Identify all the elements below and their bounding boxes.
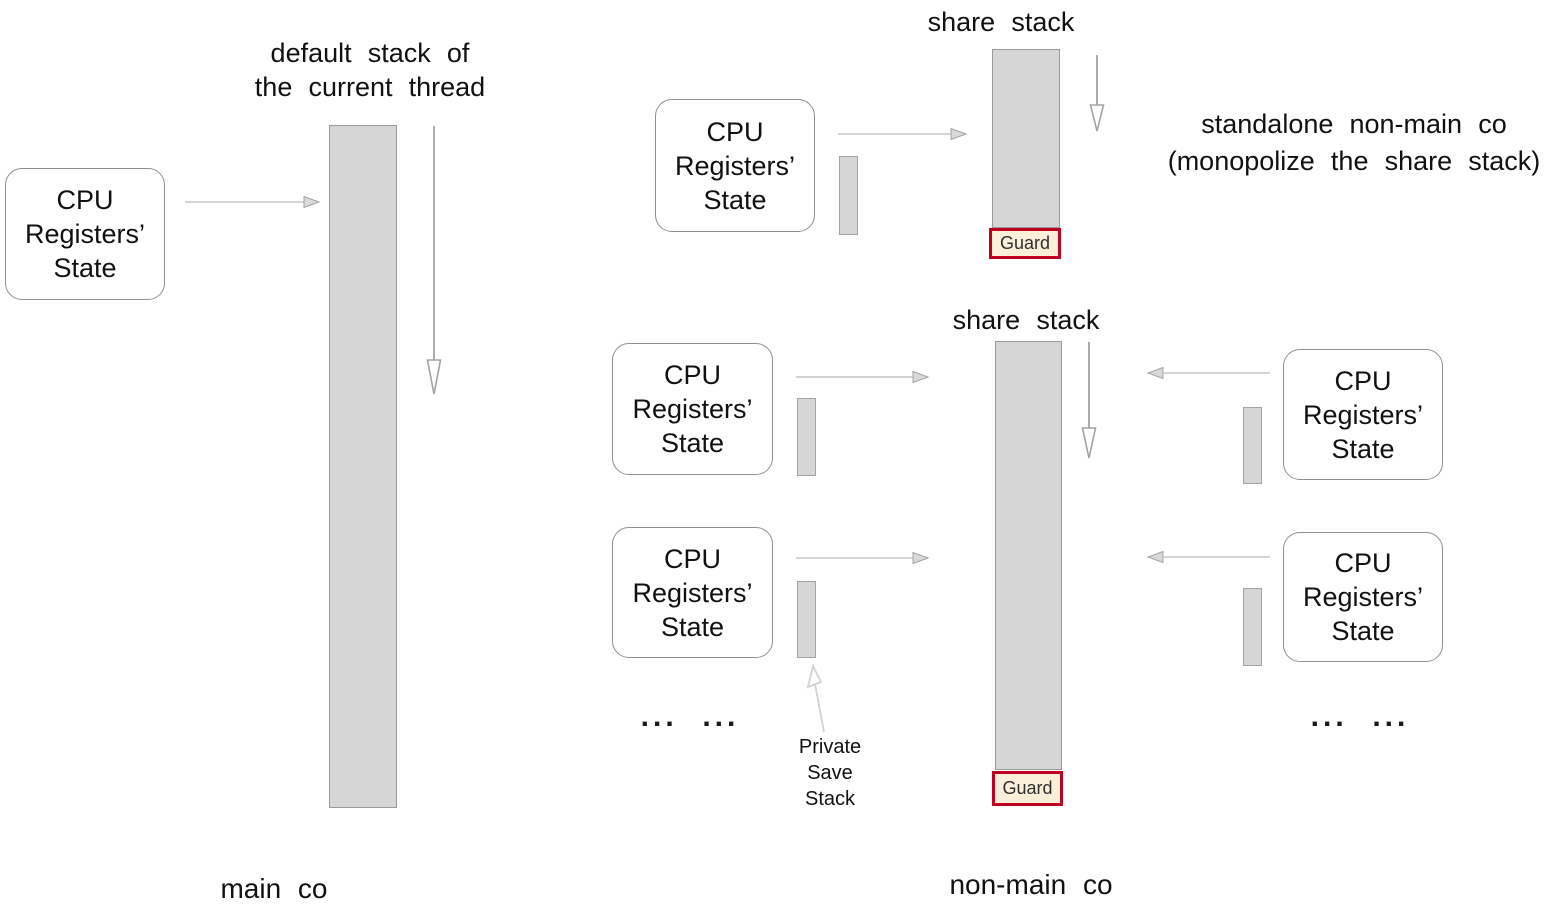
cpu-registers-box-shared-right-1: CPU Registers’ State bbox=[1283, 349, 1443, 480]
arrow-shared-left-2-to-stack bbox=[796, 551, 930, 565]
private-save-stack-rect-right-1 bbox=[1243, 407, 1262, 484]
share-stack-label-top: share stack bbox=[927, 7, 1075, 37]
guard-region-bottom: Guard bbox=[992, 771, 1063, 806]
stack-growth-arrow-bottom bbox=[1081, 342, 1097, 459]
default-stack-rect bbox=[329, 125, 397, 808]
cpu-registers-box-shared-right-2: CPU Registers’ State bbox=[1283, 532, 1443, 662]
private-save-stack-label: Private Save Stack bbox=[798, 736, 862, 810]
main-co-caption: main co bbox=[220, 873, 328, 904]
private-save-stack-pointer-arrow bbox=[806, 664, 825, 733]
cpu-registers-box-shared-left-2: CPU Registers’ State bbox=[612, 527, 773, 658]
ellipsis-right: ... ... bbox=[1310, 700, 1410, 733]
ellipsis-left: ... ... bbox=[640, 700, 740, 733]
private-save-stack-rect-left-2 bbox=[797, 581, 816, 658]
arrow-shared-right-1-to-stack bbox=[1146, 366, 1270, 380]
cpu-registers-box-main: CPU Registers’ State bbox=[5, 168, 165, 300]
stack-growth-arrow-top bbox=[1089, 55, 1105, 132]
stack-growth-arrow-main bbox=[426, 126, 442, 395]
default-stack-title: default stack of the current thread bbox=[254, 38, 486, 102]
share-stack-rect-bottom bbox=[995, 341, 1062, 770]
standalone-annotation: standalone non-main co (monopolize the s… bbox=[1167, 109, 1541, 176]
cpu-registers-box-standalone: CPU Registers’ State bbox=[655, 99, 815, 232]
private-save-stack-rect-standalone bbox=[839, 156, 858, 235]
guard-region-top: Guard bbox=[989, 228, 1061, 259]
arrow-shared-left-1-to-stack bbox=[796, 370, 930, 384]
arrow-main-to-default-stack bbox=[185, 195, 321, 209]
arrow-shared-right-2-to-stack bbox=[1146, 550, 1270, 564]
private-save-stack-rect-left-1 bbox=[797, 398, 816, 476]
share-stack-rect-top bbox=[992, 49, 1060, 228]
share-stack-label-bottom: share stack bbox=[952, 305, 1100, 335]
private-save-stack-rect-right-2 bbox=[1243, 588, 1262, 666]
non-main-co-caption: non-main co bbox=[949, 869, 1113, 900]
arrow-standalone-to-share-stack bbox=[838, 127, 968, 141]
cpu-registers-box-shared-left-1: CPU Registers’ State bbox=[612, 343, 773, 475]
